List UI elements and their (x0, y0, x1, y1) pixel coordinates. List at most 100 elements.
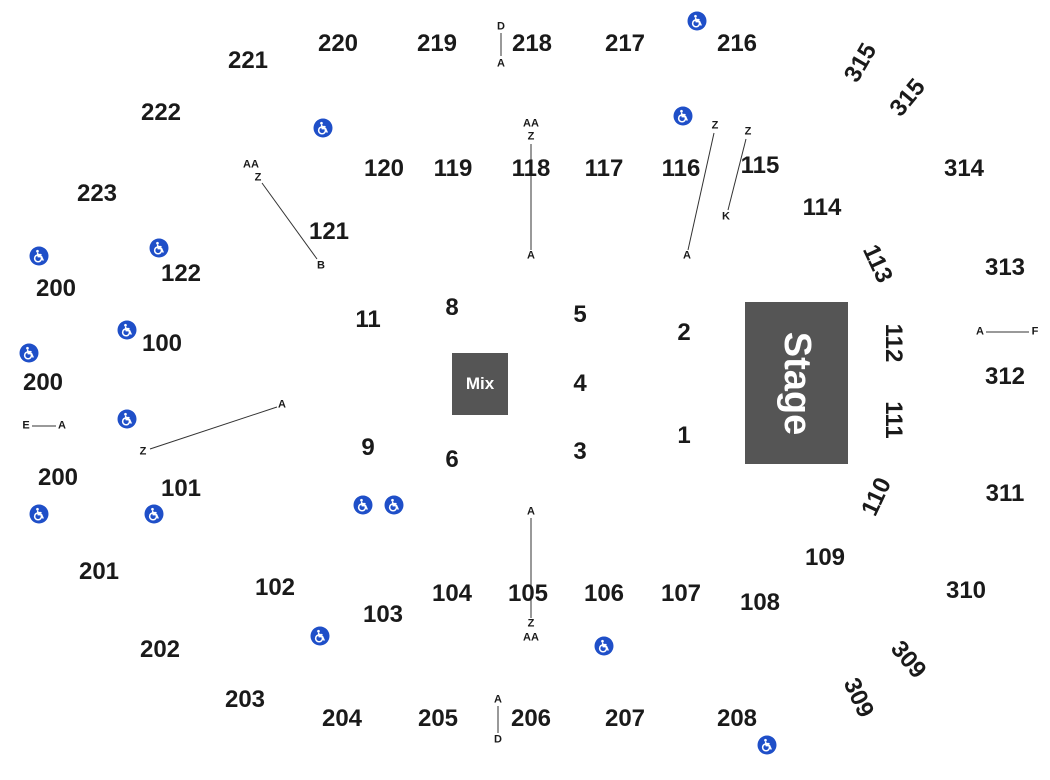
row-marker-200-a: A (58, 419, 66, 432)
section-9[interactable]: 9 (361, 434, 375, 461)
wheelchair-icon[interactable] (149, 238, 169, 258)
section-106[interactable]: 106 (583, 580, 625, 607)
section-119[interactable]: 119 (433, 155, 473, 182)
section-118[interactable]: 118 (511, 155, 551, 182)
row-marker-121-z: Z (254, 171, 262, 184)
section-222[interactable]: 222 (140, 99, 182, 126)
row-marker-105-a: A (527, 505, 535, 518)
wheelchair-icon[interactable] (757, 735, 777, 755)
section-203[interactable]: 203 (224, 686, 266, 713)
section-310[interactable]: 310 (945, 577, 987, 604)
section-116[interactable]: 116 (661, 155, 701, 182)
row-marker-101-z: Z (139, 445, 147, 458)
wheelchair-icon[interactable] (353, 495, 373, 515)
section-104[interactable]: 104 (431, 580, 473, 607)
section-108[interactable]: 108 (739, 589, 781, 616)
wheelchair-icon[interactable] (313, 118, 333, 138)
section-5[interactable]: 5 (573, 301, 587, 328)
wheelchair-icon[interactable] (144, 504, 164, 524)
row-guide-line (687, 132, 715, 251)
section-101[interactable]: 101 (160, 475, 202, 502)
row-marker-115-k: K (722, 210, 730, 223)
row-guide-line (261, 182, 318, 260)
section-105[interactable]: 105 (507, 580, 549, 607)
section-200a[interactable]: 200 (35, 275, 77, 302)
section-221[interactable]: 221 (227, 47, 269, 74)
section-121[interactable]: 121 (308, 218, 350, 245)
wheelchair-icon[interactable] (117, 409, 137, 429)
row-marker-118-z: Z (527, 130, 535, 143)
wheelchair-icon[interactable] (29, 504, 49, 524)
section-2[interactable]: 2 (677, 319, 691, 346)
section-11[interactable]: 11 (355, 306, 381, 333)
row-marker-115-z: Z (744, 125, 752, 138)
section-313[interactable]: 313 (984, 254, 1026, 281)
section-220[interactable]: 220 (317, 30, 359, 57)
mix-label: Mix (465, 374, 495, 393)
section-117[interactable]: 117 (584, 155, 624, 182)
section-218[interactable]: 218 (511, 30, 553, 57)
section-219[interactable]: 219 (416, 30, 458, 57)
stage-label: Stage (776, 331, 819, 435)
wheelchair-icon[interactable] (673, 106, 693, 126)
section-8[interactable]: 8 (445, 294, 459, 321)
row-marker-116-z: Z (711, 119, 719, 132)
row-guide-line (149, 406, 278, 450)
section-223[interactable]: 223 (76, 180, 118, 207)
row-marker-116-a: A (683, 249, 691, 262)
section-311[interactable]: 311 (985, 480, 1025, 507)
wheelchair-icon[interactable] (594, 636, 614, 656)
row-marker-200-e: E (22, 419, 30, 432)
section-201[interactable]: 201 (78, 558, 120, 585)
section-217[interactable]: 217 (604, 30, 646, 57)
section-204[interactable]: 204 (321, 705, 363, 732)
section-107[interactable]: 107 (660, 580, 702, 607)
section-207[interactable]: 207 (604, 705, 646, 732)
wheelchair-icon[interactable] (310, 626, 330, 646)
section-114[interactable]: 114 (802, 194, 842, 221)
wheelchair-icon[interactable] (117, 320, 137, 340)
row-marker-121-b: B (317, 259, 325, 272)
row-marker-118-a: A (527, 249, 535, 262)
section-1[interactable]: 1 (677, 422, 691, 449)
section-111[interactable]: 111 (880, 401, 907, 439)
wheelchair-icon[interactable] (29, 246, 49, 266)
section-200c[interactable]: 200 (37, 464, 79, 491)
section-103[interactable]: 103 (362, 601, 404, 628)
row-marker-105-z: Z (527, 617, 535, 630)
section-3[interactable]: 3 (573, 438, 587, 465)
section-109[interactable]: 109 (804, 544, 846, 571)
section-202[interactable]: 202 (139, 636, 181, 663)
row-marker-206-d: D (494, 733, 502, 746)
section-216[interactable]: 216 (716, 30, 758, 57)
wheelchair-icon[interactable] (384, 495, 404, 515)
section-312[interactable]: 312 (984, 363, 1026, 390)
section-112[interactable]: 112 (880, 323, 907, 363)
stage: Stage (745, 302, 848, 464)
section-100[interactable]: 100 (141, 330, 183, 357)
section-122[interactable]: 122 (160, 260, 202, 287)
row-marker-105-aa: AA (523, 631, 539, 644)
section-4[interactable]: 4 (573, 370, 587, 397)
section-102[interactable]: 102 (254, 574, 296, 601)
row-marker-101-a: A (278, 398, 286, 411)
section-314[interactable]: 314 (943, 155, 985, 182)
section-6[interactable]: 6 (445, 446, 459, 473)
mix-position: Mix (452, 353, 508, 415)
row-marker-206-a: A (494, 693, 502, 706)
row-marker-218-d: D (497, 20, 505, 33)
wheelchair-icon[interactable] (19, 343, 39, 363)
section-205[interactable]: 205 (417, 705, 459, 732)
row-guide-line (727, 138, 747, 211)
section-208[interactable]: 208 (716, 705, 758, 732)
row-marker-218-a: A (497, 57, 505, 70)
section-120[interactable]: 120 (363, 155, 405, 182)
section-200b[interactable]: 200 (22, 369, 64, 396)
row-marker-312-f: F (1031, 325, 1039, 338)
row-marker-121-aa: AA (243, 158, 259, 171)
wheelchair-icon[interactable] (687, 11, 707, 31)
section-115[interactable]: 115 (740, 152, 780, 179)
section-206[interactable]: 206 (510, 705, 552, 732)
